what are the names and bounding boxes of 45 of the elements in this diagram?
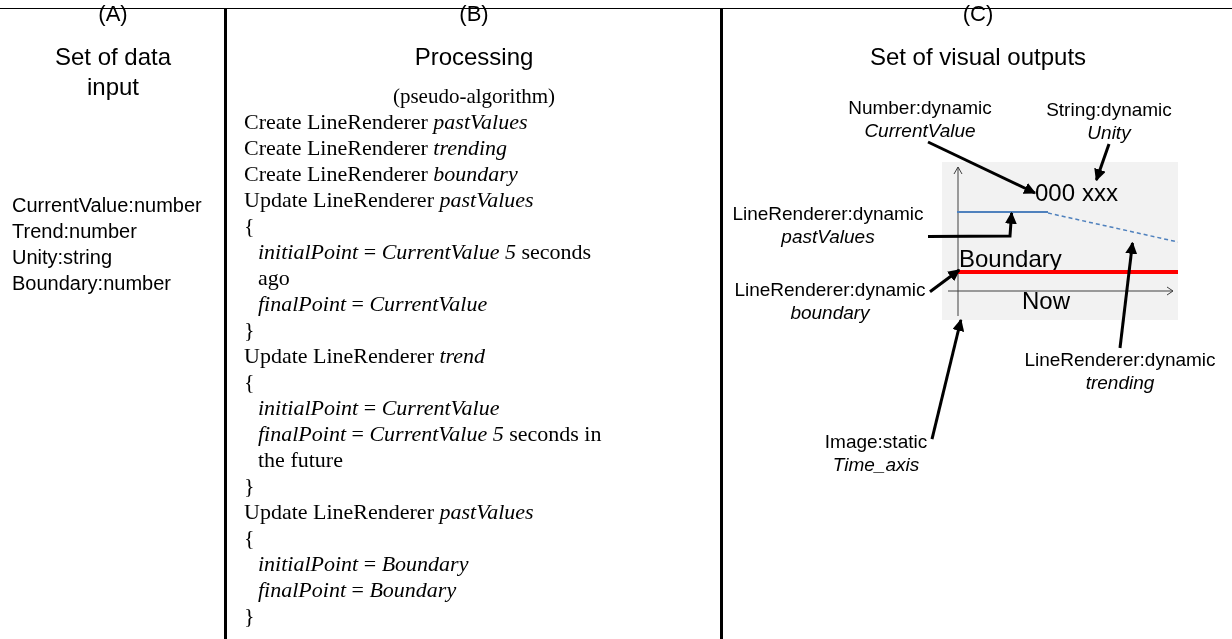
pseudo-code-line: initialPoint = CurrentValue <box>258 395 501 421</box>
boundary-text: Boundary <box>959 246 1062 272</box>
now-text: Now <box>1022 288 1070 314</box>
leader-arrow <box>927 140 1037 195</box>
callout-label: LineRenderer:dynamic trending <box>1018 348 1222 394</box>
column-heading: Set of visual outputs <box>868 42 1088 72</box>
leader-arrow <box>1094 143 1111 182</box>
column-letter: (B) <box>458 2 490 26</box>
input-field-name: CurrentValue:number <box>12 193 203 218</box>
pseudo-code-line: } <box>244 603 256 629</box>
column-heading: Set of data input <box>53 42 173 102</box>
callout-label: Number:dynamic CurrentValue <box>840 96 1000 142</box>
pseudo-code-line: { <box>244 525 256 551</box>
pseudo-code-line: finalPoint = CurrentValue 5 seconds in the future <box>258 421 603 473</box>
unit-text: xxx <box>1082 180 1118 206</box>
callout-label: String:dynamic Unity <box>1038 98 1180 144</box>
pseudo-code-line: initialPoint = Boundary <box>258 551 470 577</box>
pseudo-code-heading: (pseudo-algorithm) <box>391 83 557 109</box>
pseudo-code-line: } <box>244 317 256 343</box>
input-field-name: Trend:number <box>12 219 138 244</box>
leader-arrow <box>928 211 1017 238</box>
input-field-name: Boundary:number <box>12 271 172 296</box>
pseudo-code-line: Create LineRenderer boundary <box>244 161 519 187</box>
pseudo-code-line: { <box>244 369 256 395</box>
pseudo-code-line: Update LineRenderer pastValues <box>244 499 535 525</box>
pseudo-code-line: } <box>244 473 256 499</box>
pseudo-code-line: { <box>244 213 256 239</box>
leader-arrow <box>930 318 965 440</box>
pseudo-code-line: Update LineRenderer trend <box>244 343 487 369</box>
pseudo-code-line: Create LineRenderer pastValues <box>244 109 529 135</box>
chart-panel <box>942 162 1178 320</box>
leader-arrow <box>929 268 961 293</box>
past-values-line <box>957 211 1048 213</box>
callout-label: LineRenderer:dynamic boundary <box>730 278 930 324</box>
input-field-name: Unity:string <box>12 245 114 270</box>
pseudo-code-line: finalPoint = Boundary <box>258 577 458 603</box>
callout-label: LineRenderer:dynamic pastValues <box>728 202 928 248</box>
callout-label: Image:static Time_axis <box>820 430 932 476</box>
leader-arrow <box>1118 241 1138 349</box>
pseudo-code-line: Create LineRenderer trending <box>244 135 509 161</box>
pseudo-code-line: Update LineRenderer pastValues <box>244 187 535 213</box>
trend-line <box>1048 212 1178 243</box>
column-heading: Processing <box>413 42 535 72</box>
value-text: 000 <box>1035 180 1076 206</box>
pseudo-code-line: finalPoint = CurrentValue <box>258 291 489 317</box>
